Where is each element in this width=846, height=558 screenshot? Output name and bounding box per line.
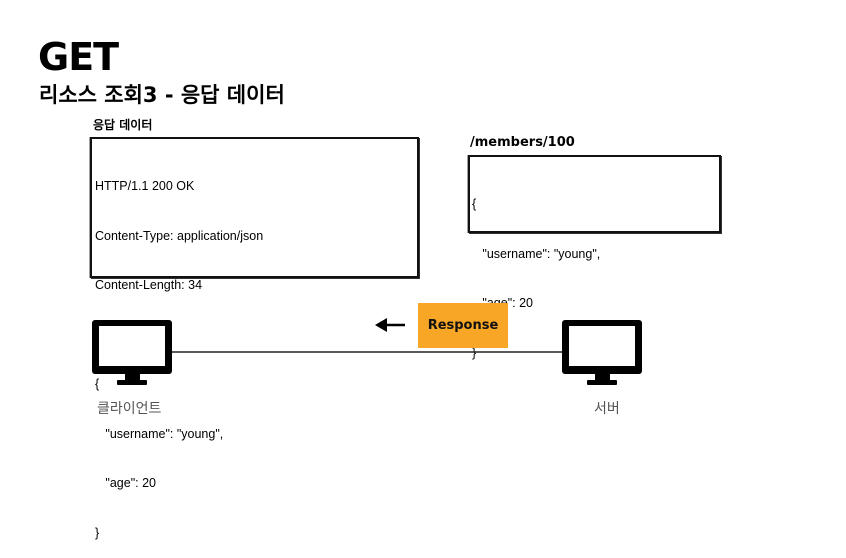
response-line: {	[95, 377, 100, 391]
resource-panel-label: /members/100	[470, 135, 575, 150]
resource-line: {	[472, 197, 477, 211]
response-panel-label: 응답 데이터	[93, 118, 153, 132]
response-line: "age": 20	[95, 476, 156, 490]
client-monitor-icon	[92, 320, 172, 385]
server-label: 서버	[594, 401, 620, 417]
left-arrow-icon	[375, 318, 405, 332]
flow-diagram	[92, 318, 642, 385]
response-panel-body: HTTP/1.1 200 OK Content-Type: applicatio…	[95, 145, 263, 558]
response-line: Content-Length: 34	[95, 278, 203, 292]
response-line: Content-Type: application/json	[95, 228, 264, 243]
resource-line: "username": "young",	[472, 246, 601, 261]
client-label: 클라이언트	[97, 401, 162, 417]
response-line: "username": "young",	[95, 426, 224, 441]
server-monitor-icon	[562, 320, 642, 385]
response-badge: Response	[418, 303, 508, 348]
resource-panel-box	[468, 155, 721, 233]
page-subtitle: 리소스 조회3 - 응답 데이터	[39, 83, 285, 107]
response-line: HTTP/1.1 200 OK	[95, 179, 195, 193]
response-panel-box	[90, 137, 419, 278]
response-line: }	[95, 525, 100, 540]
page-title: GET	[38, 35, 119, 79]
